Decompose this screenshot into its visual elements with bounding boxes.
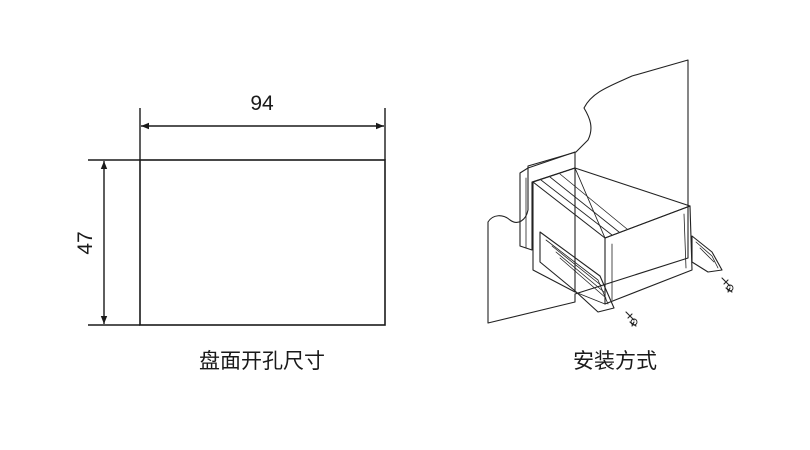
height-dimension: 47 [74,159,140,326]
screw-icon [721,277,734,293]
housing-rear [604,205,693,305]
mounting-illustration [487,59,734,327]
side-bracket [691,235,723,273]
panel-sheet [487,59,689,324]
width-dimension: 94 [139,92,386,160]
housing-side [574,167,606,305]
housing-top [532,167,691,239]
cutout-caption: 盘面开孔尺寸 [199,349,325,373]
screw-icon [625,311,638,327]
mounting-caption: 安装方式 [573,349,657,373]
height-label: 47 [74,231,97,254]
bottom-bracket [539,231,615,313]
panel-cutout-drawing: 94 47 盘面开孔尺寸 [74,92,386,373]
width-label: 94 [250,92,274,115]
cutout-rectangle [139,159,386,326]
